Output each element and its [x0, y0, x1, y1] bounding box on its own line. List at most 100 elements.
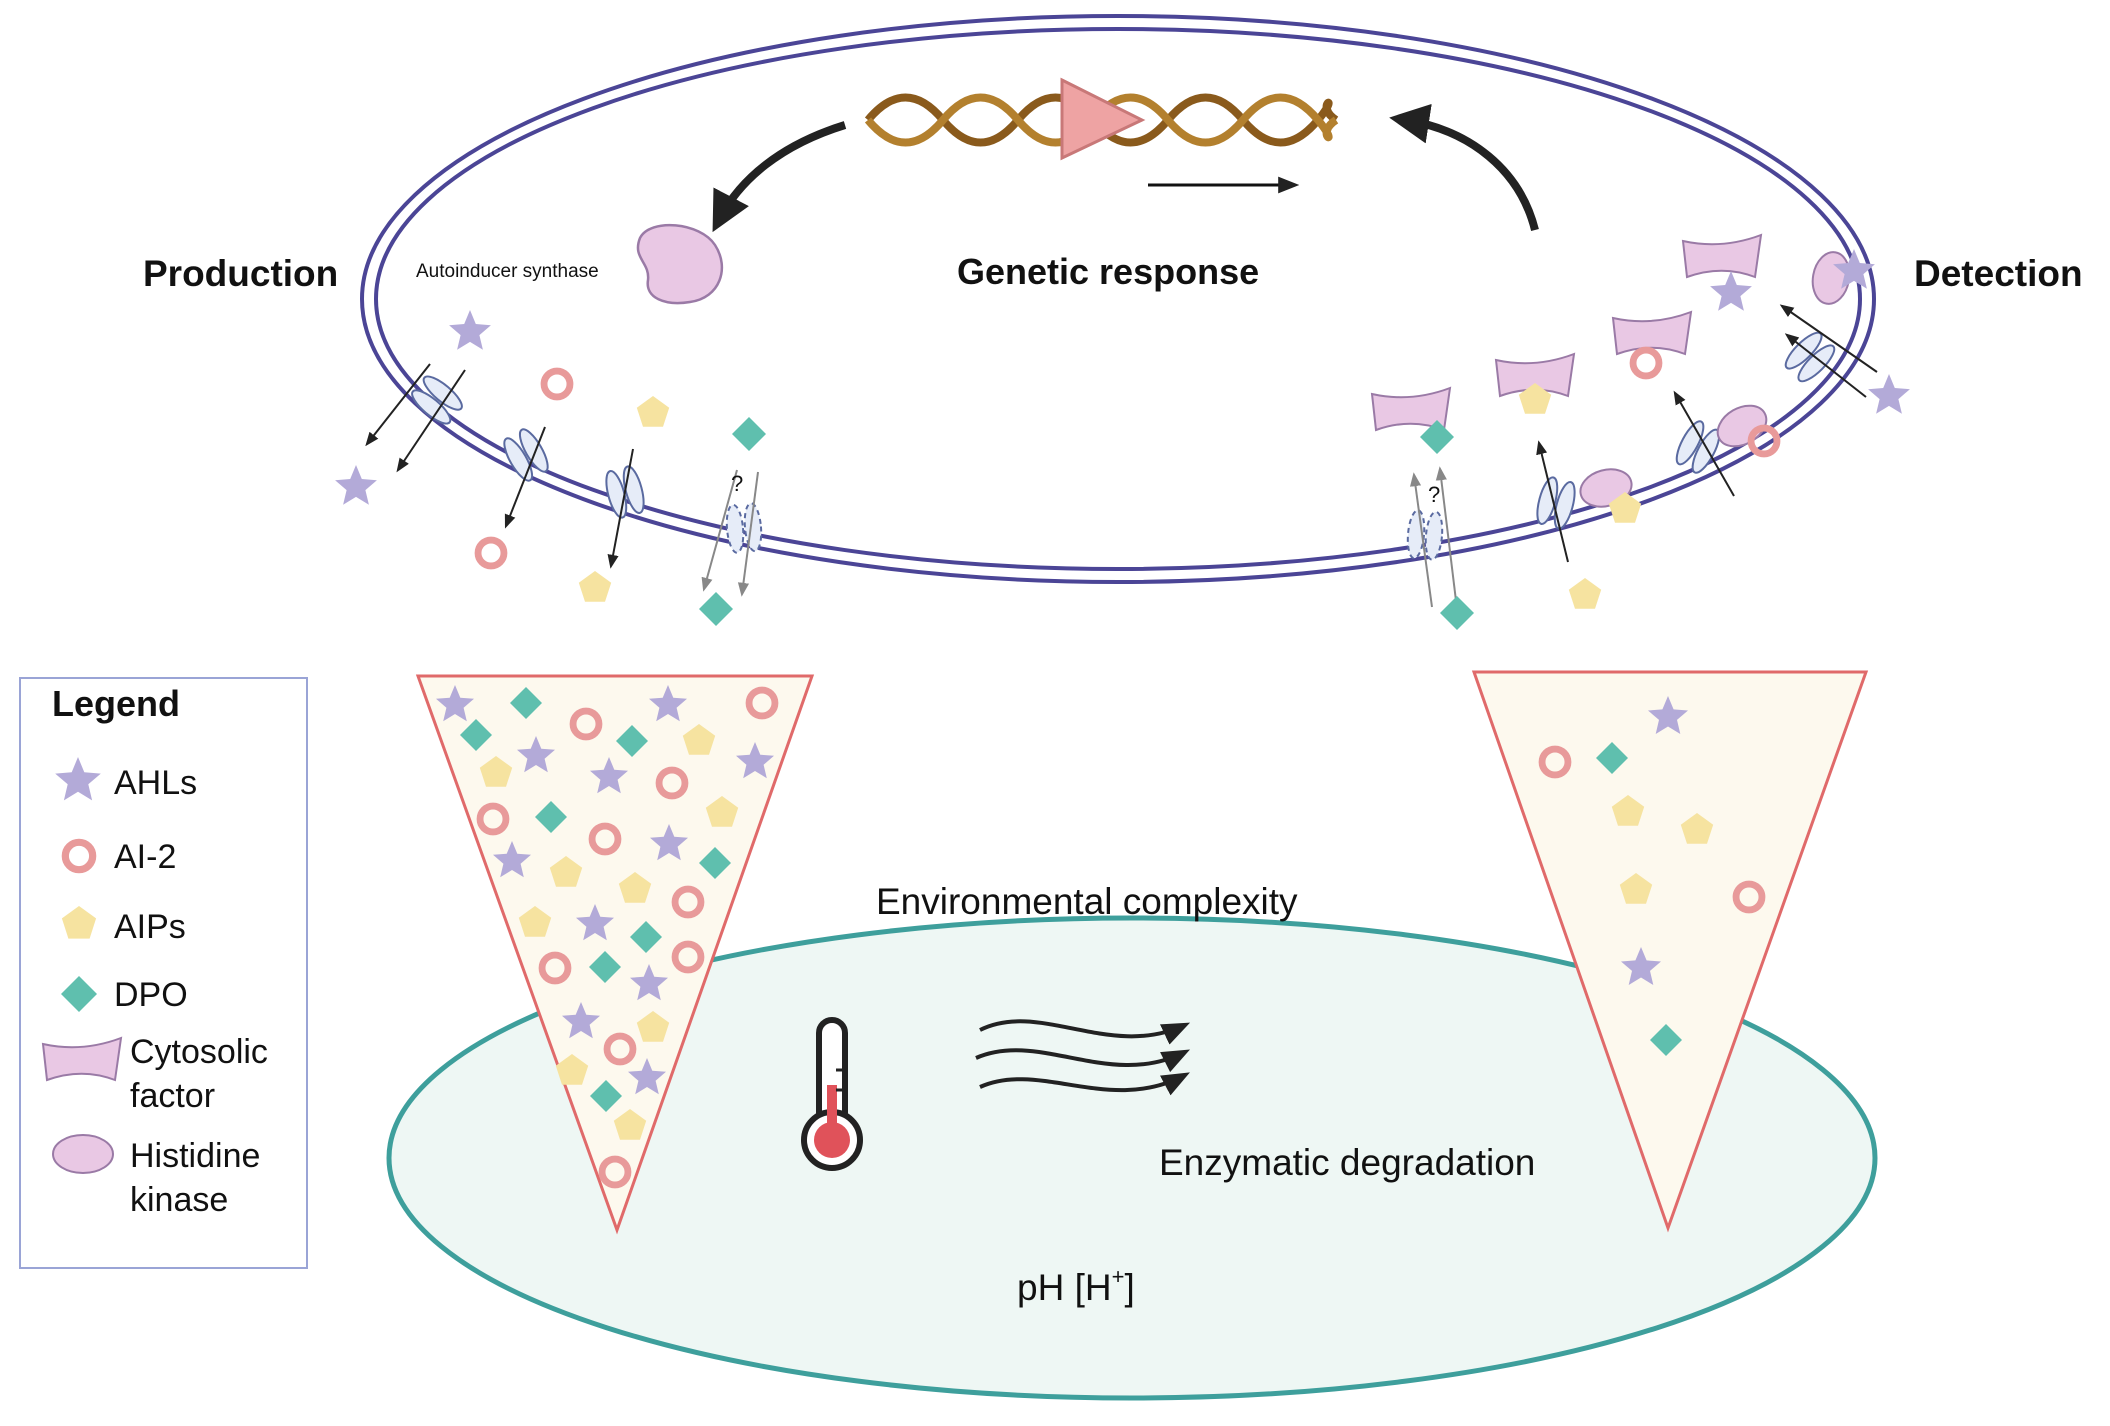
ahl-star-icon [493, 841, 531, 878]
dpo-diamond-icon [589, 951, 621, 983]
ai2-ring-icon [476, 802, 510, 836]
ai2-ring-icon [1538, 745, 1572, 779]
promoter-icon [1060, 77, 1146, 161]
ai2-ring-icon [1747, 424, 1781, 458]
channel-half [1424, 510, 1444, 561]
transport-arrow [504, 426, 546, 529]
dpo-diamond-icon [590, 1080, 622, 1112]
ph-close-text: ] [1124, 1267, 1134, 1308]
aip-pentagon-icon [1568, 578, 1602, 609]
aip-pentagon-icon [479, 756, 513, 787]
ahl-star-icon [628, 1058, 666, 1095]
low-concentration-cone [1471, 670, 1869, 1233]
transport-arrow [1779, 304, 1878, 373]
dpo-diamond-icon [510, 687, 542, 719]
aip-pentagon-icon [705, 796, 739, 827]
dpo-diamond-icon [535, 801, 567, 833]
dpo-diamond-icon [1440, 596, 1474, 630]
flow-arrows-icon [975, 1019, 1191, 1096]
aip-pentagon-icon [578, 571, 612, 602]
aip-pentagon-icon [618, 872, 652, 903]
ai2-ring-icon [474, 536, 508, 570]
channel-half [1536, 476, 1559, 525]
dpo-diamond-icon [1650, 1024, 1682, 1056]
ai2-ring-icon [655, 766, 689, 800]
ahl-star-icon [650, 824, 688, 861]
channel-half [503, 437, 534, 482]
ahl-star-icon [1833, 249, 1875, 289]
ph-superscript: + [1112, 1264, 1125, 1289]
genetic-response-label: Genetic response [957, 251, 1259, 292]
synthase-label: Autoinducer synthase [416, 261, 599, 282]
thermometer-icon [801, 1017, 863, 1171]
transport-arrows [365, 304, 1878, 610]
ahl-star-icon [517, 736, 555, 773]
channel-half [1797, 344, 1836, 383]
signal-molecules [55, 249, 1910, 1189]
cytosolic-factor-icon [1681, 233, 1763, 279]
ai2-ring-icon [671, 940, 705, 974]
channel-half [422, 375, 463, 411]
aip-pentagon-icon [682, 724, 716, 755]
cell-membrane [360, 14, 1876, 584]
transport-arrow [1536, 440, 1569, 563]
unknown-transport-right: ? [1428, 482, 1440, 507]
ai2-ring-icon [603, 1032, 637, 1066]
ai2-ring-icon [671, 885, 705, 919]
aip-pentagon-icon [1611, 795, 1645, 826]
environmental-complexity-label: Environmental complexity [876, 881, 1298, 922]
transport-arrow [1673, 390, 1735, 497]
legend-title: Legend [52, 683, 180, 724]
production-curve-arrow [712, 121, 847, 233]
ai2-ring-icon [598, 1155, 632, 1189]
dna-helix [864, 93, 1339, 147]
ahl-star-icon [1648, 696, 1688, 734]
dpo-diamond-icon [699, 592, 733, 626]
cytosolic-factor-icon [1494, 352, 1576, 398]
transport-arrow [607, 448, 634, 569]
ai2-ring-icon [538, 951, 572, 985]
ph-base-text: pH [H [1017, 1267, 1112, 1308]
aip-pentagon-icon [1680, 813, 1714, 844]
transport-arrow [365, 363, 431, 447]
legend-items: AHLsAI-2AIPsDPOCytosolicfactorHistidinek… [114, 764, 268, 1219]
membrane-channel-icon [605, 465, 645, 519]
transport-arrow [1784, 333, 1867, 398]
production-label: Production [143, 253, 338, 294]
dpo-diamond-icon [732, 417, 766, 451]
dpo-diamond-icon [616, 725, 648, 757]
aip-pentagon-icon [1608, 492, 1642, 523]
aip-pentagon-icon [1518, 383, 1552, 414]
legend-label-dpo: DPO [114, 976, 188, 1014]
ahl-star-icon [590, 757, 628, 794]
aip-pentagon-icon [61, 906, 97, 939]
ai2-ring-icon [1629, 346, 1663, 380]
channel-half [411, 389, 452, 425]
legend-label-ahls: AHLs [114, 764, 197, 802]
ahl-star-icon [649, 685, 687, 722]
detection-label: Detection [1914, 253, 2083, 294]
ahl-star-icon [335, 465, 377, 505]
ahl-star-icon [436, 685, 474, 722]
dpo-diamond-icon [61, 976, 97, 1012]
autoinducer-synthase-icon [636, 223, 724, 305]
aip-pentagon-icon [549, 856, 583, 887]
membrane-channel-icon [503, 428, 549, 482]
dpo-diamond-icon [1596, 742, 1628, 774]
channel-half [518, 428, 549, 473]
transport-arrow [737, 471, 759, 597]
membrane-channels [411, 331, 1836, 561]
aip-pentagon-icon [555, 1054, 589, 1085]
aip-pentagon-icon [636, 396, 670, 427]
detection-curve-arrow [1389, 103, 1539, 231]
ai2-ring-icon [1732, 880, 1766, 914]
ahl-star-icon [55, 757, 101, 801]
ahl-star-icon [562, 1002, 600, 1039]
legend-label-ai-2: AI-2 [114, 838, 176, 876]
transport-arrow [701, 469, 738, 592]
transport-arrow [1435, 466, 1458, 610]
legend-label-histidine: Histidine [130, 1137, 260, 1175]
ahl-star-icon [576, 904, 614, 941]
